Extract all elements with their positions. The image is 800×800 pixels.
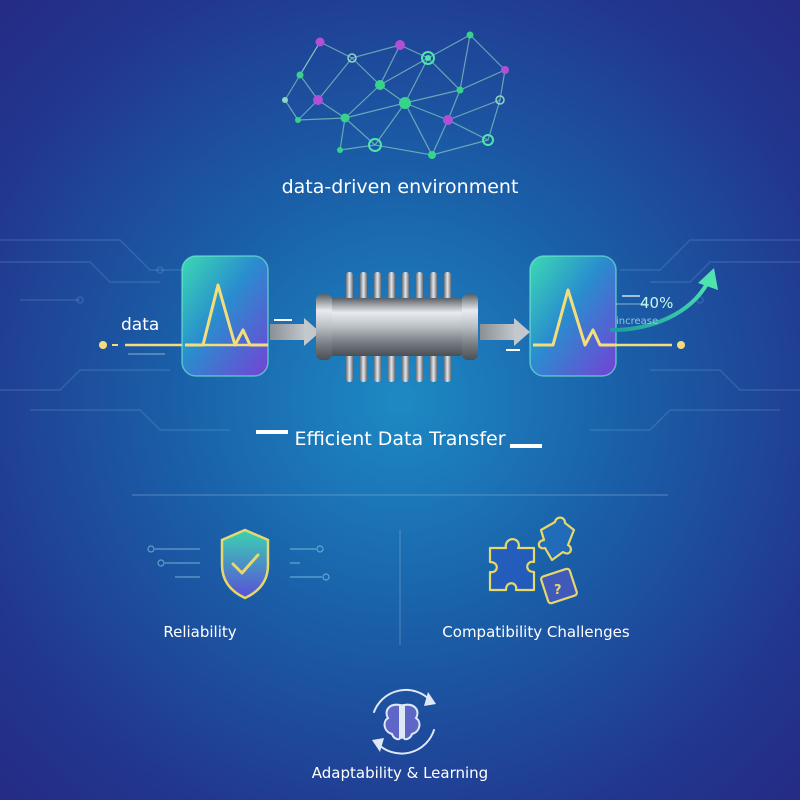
- transfer-cylinder: [316, 272, 478, 382]
- adaptability-label: Adaptability & Learning: [311, 764, 489, 782]
- increase-caption: increase: [616, 316, 659, 327]
- shield-circuit-decor: [147, 545, 330, 581]
- growth-arrow-icon: [610, 268, 718, 332]
- title-dash-right: [510, 444, 542, 448]
- data-input-label: data: [121, 315, 160, 335]
- environment-caption: data-driven environment: [281, 176, 519, 198]
- puzzle-icon: [488, 516, 578, 605]
- output-signal-box: [529, 255, 646, 377]
- input-signal-box: [181, 255, 269, 377]
- flow-arrow-left: [270, 318, 320, 346]
- brain-cycle-icon: [372, 688, 436, 755]
- network-graph: [282, 31, 509, 159]
- title-dash-left: [256, 430, 288, 434]
- shield-check-icon: [220, 528, 270, 600]
- increase-percentage: 40%: [640, 294, 674, 312]
- compatibility-label: Compatibility Challenges: [442, 623, 630, 641]
- transfer-title: Efficient Data Transfer: [294, 428, 506, 450]
- reliability-label: Reliability: [163, 623, 237, 641]
- flow-arrow-right: [480, 318, 530, 346]
- question-mark-icon: ?: [554, 583, 562, 598]
- data-output-line: [616, 341, 685, 349]
